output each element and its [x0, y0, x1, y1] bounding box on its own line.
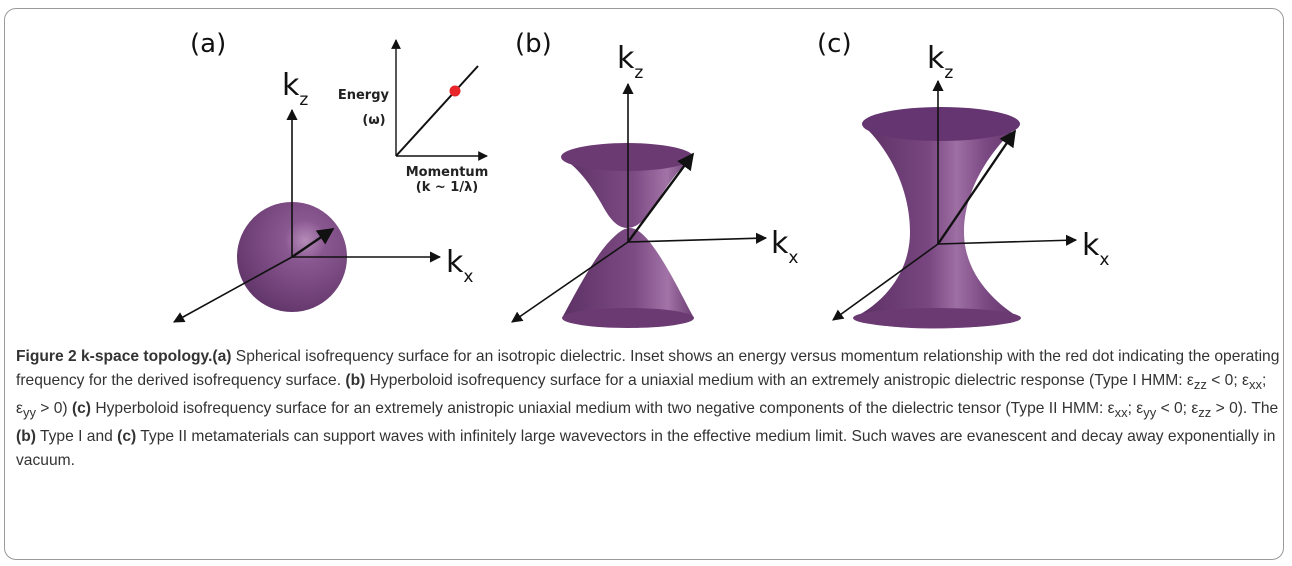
panel-a-kz-label: kz [282, 68, 308, 110]
caption-tag-a: (a) [212, 348, 232, 365]
panel-c-wavevector-arrow [937, 129, 1016, 245]
panel-c-kx-label: kx [1082, 228, 1109, 270]
single-sheet-hyperboloid [853, 124, 1020, 329]
caption-sub: xx [1248, 377, 1262, 393]
figure-caption: Figure 2 k-space topology.(a) Spherical … [16, 345, 1282, 473]
panel-b-kx-label: kx [771, 226, 798, 268]
caption-text-a: Spherical isofrequency surface for an is… [16, 348, 1280, 389]
panel-c-label: (c) [817, 29, 852, 59]
panel-b-kx-axis [627, 232, 768, 244]
panel-b-wavevector-arrow [627, 152, 694, 243]
caption-sub: zz [1198, 405, 1212, 421]
inset-operating-point [449, 85, 461, 97]
lower-hyperboloid-sheet [562, 228, 694, 326]
hyperboloid-bottom-rim [853, 308, 1021, 328]
caption-text: < 0; ε [1206, 372, 1249, 389]
caption-text: > 0) [35, 400, 72, 418]
caption-text: > 0). The [1211, 400, 1279, 418]
caption-sub: zz [1193, 377, 1207, 393]
panel-a-wavevector-arrow [291, 228, 335, 258]
panel-b-ky-axis [511, 241, 629, 323]
caption-text: Type II metamaterials can support waves … [16, 428, 1276, 470]
panel-c-kz-label: kz [927, 41, 953, 83]
inset-omega-label: (ω) [362, 113, 385, 128]
panel-a-ky-axis [173, 256, 293, 323]
caption-text-c: Hyperboloid isofrequency surface for an … [91, 400, 1115, 418]
panel-c-ky-axis [832, 243, 939, 321]
panel-a-kx-label: kx [446, 245, 473, 287]
inset-energy-label: Energy [338, 88, 390, 103]
figure-frame [4, 8, 1284, 560]
caption-tag-c2: (c) [117, 428, 137, 446]
caption-sub: yy [22, 405, 36, 421]
caption-text: Type I and [35, 428, 118, 446]
figure-label: Figure 2 k-space topology. [16, 348, 213, 365]
lower-sheet-rim [562, 308, 694, 328]
figure-graphic: (a) kz kx Energy (ω) Momentum (k ~ 1/λ) … [173, 29, 1109, 329]
panel-b-kz-label: kz [617, 41, 643, 83]
inset-momentum-label: Momentum [406, 165, 489, 180]
caption-text: ; ε [1127, 400, 1144, 418]
inset-dispersion-line [395, 65, 479, 157]
caption-text-b: Hyperboloid isofrequency surface for a u… [365, 372, 1194, 389]
caption-tag-b2: (b) [16, 428, 36, 446]
caption-tag-c: (c) [71, 400, 91, 418]
caption-sub: xx [1114, 405, 1128, 421]
caption-text: ; ε [16, 372, 1267, 418]
caption-text: < 0; ε [1156, 400, 1199, 418]
upper-sheet-rim [561, 143, 693, 171]
inset-k-label: (k ~ 1/λ) [416, 180, 479, 195]
caption-tag-b: (b) [345, 372, 366, 389]
panel-b-label: (b) [515, 29, 552, 59]
panel-a-label: (a) [190, 29, 226, 59]
panel-c-kx-axis [937, 234, 1078, 246]
hyperboloid-top-rim [862, 107, 1020, 141]
caption-sub: yy [1143, 405, 1157, 421]
